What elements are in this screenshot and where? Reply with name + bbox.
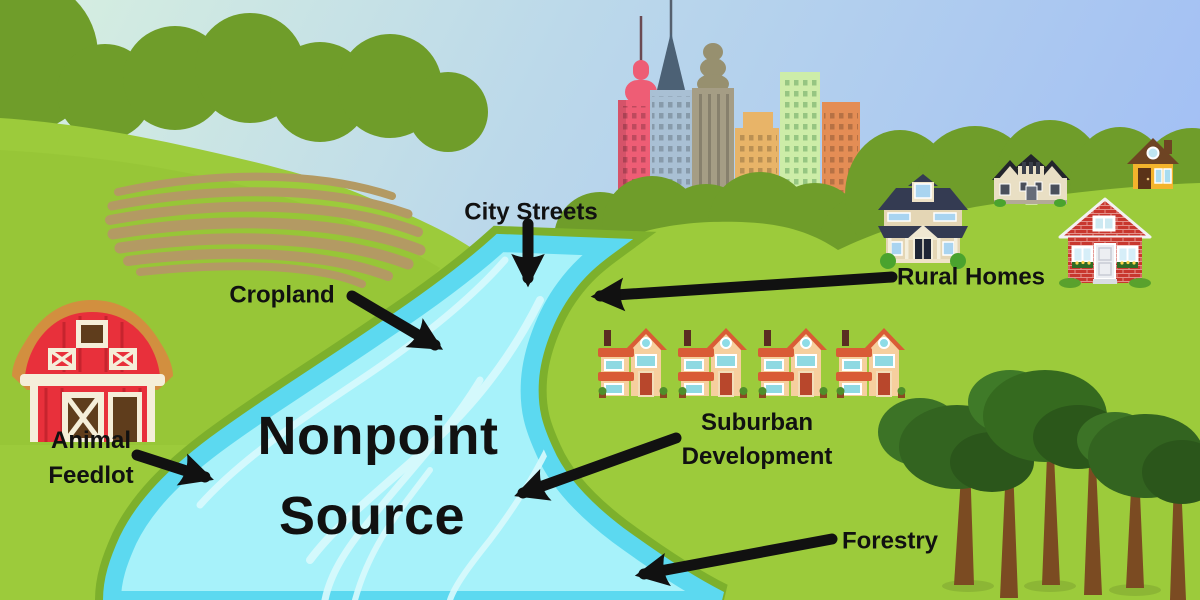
- cropland-field-icon: [105, 172, 426, 288]
- label-cropland: Cropland: [229, 281, 335, 309]
- label-animal-feedlot: Animal Feedlot: [48, 423, 133, 493]
- arrows: [131, 218, 898, 587]
- arrow-animal-feedlot: [131, 449, 214, 486]
- title-line-1: Nonpoint: [257, 406, 499, 466]
- rural-house-cottage-icon: [1127, 138, 1179, 189]
- barn-icon: [12, 300, 173, 442]
- rural-house-colonial-icon: [878, 174, 968, 269]
- arrow-suburban-development: [514, 432, 682, 501]
- background-bushes-left: [0, 0, 488, 152]
- barn-x-window: [109, 348, 137, 370]
- arrow-cropland: [346, 290, 444, 351]
- river: [94, 225, 728, 600]
- barn-x-window: [48, 348, 76, 370]
- label-rural-homes: Rural Homes: [896, 263, 1046, 291]
- label-suburban-line2: Development: [681, 443, 833, 470]
- label-suburban-development: Suburban Development: [682, 406, 833, 474]
- forest-trees-icon: [878, 370, 1200, 600]
- label-animal-feedlot-line1: Animal: [50, 427, 131, 454]
- arrow-forestry: [634, 533, 838, 587]
- rural-house-brick-icon: [1058, 197, 1152, 288]
- label-animal-feedlot-line2: Feedlot: [48, 462, 134, 489]
- rural-house-manor-icon: [992, 154, 1070, 207]
- label-forestry: Forestry: [841, 527, 939, 555]
- label-city-streets: City Streets: [464, 198, 598, 226]
- arrow-rural-homes: [590, 271, 898, 312]
- title-line-2: Source: [278, 486, 466, 546]
- label-suburban-line1: Suburban: [700, 409, 813, 436]
